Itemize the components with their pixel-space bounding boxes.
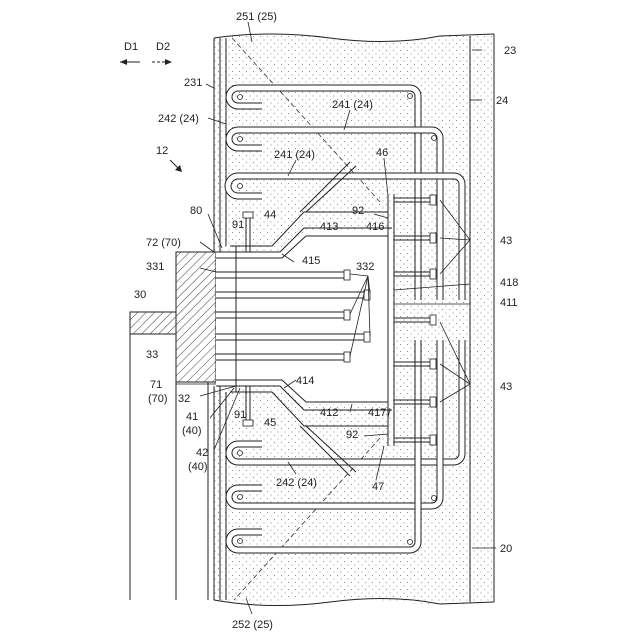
label-40b: (40) (188, 461, 208, 473)
label-241b: 241 (24) (274, 149, 315, 161)
label-43b: 43 (500, 381, 512, 393)
direction-arrows: D1 D2 (120, 41, 182, 172)
label-411: 411 (500, 297, 518, 309)
label-242a: 242 (24) (158, 113, 199, 125)
label-251: 251 (25) (236, 11, 277, 23)
label-417: 417 (368, 407, 386, 419)
label-32: 32 (178, 393, 190, 405)
label-331: 331 (146, 261, 164, 273)
label-33: 33 (146, 349, 158, 361)
label-46: 46 (376, 147, 388, 159)
label-42: 42 (196, 447, 208, 459)
label-23: 23 (504, 45, 516, 57)
block-33 (176, 252, 216, 382)
label-70: (70) (148, 393, 168, 405)
label-231: 231 (184, 77, 202, 89)
label-241a: 241 (24) (332, 99, 373, 111)
label-71: 71 (150, 379, 162, 391)
label-332: 332 (356, 261, 374, 273)
label-91b: 91 (234, 409, 246, 421)
label-24: 24 (496, 95, 508, 107)
label-414: 414 (296, 375, 314, 387)
plate-30 (130, 312, 176, 334)
label-252: 252 (25) (232, 619, 273, 631)
label-412: 412 (320, 407, 338, 419)
label-416: 416 (366, 221, 384, 233)
label-92a: 92 (352, 205, 364, 217)
label-47: 47 (372, 481, 384, 493)
label-12: 12 (156, 145, 168, 157)
label-43a: 43 (500, 235, 512, 247)
label-d2: D2 (156, 41, 170, 53)
label-415: 415 (302, 255, 320, 267)
label-20: 20 (500, 543, 512, 555)
label-413: 413 (320, 221, 338, 233)
label-242b: 242 (24) (276, 477, 317, 489)
label-d1: D1 (124, 41, 138, 53)
support-structure (130, 252, 216, 600)
label-91a: 91 (232, 219, 244, 231)
label-418: 418 (500, 277, 518, 289)
label-40a: (40) (182, 425, 202, 437)
label-30: 30 (134, 289, 146, 301)
label-44: 44 (264, 209, 276, 221)
label-92b: 92 (346, 429, 358, 441)
label-72: 72 (70) (146, 237, 181, 249)
label-41: 41 (186, 411, 198, 423)
label-45: 45 (264, 417, 276, 429)
label-80: 80 (190, 205, 202, 217)
